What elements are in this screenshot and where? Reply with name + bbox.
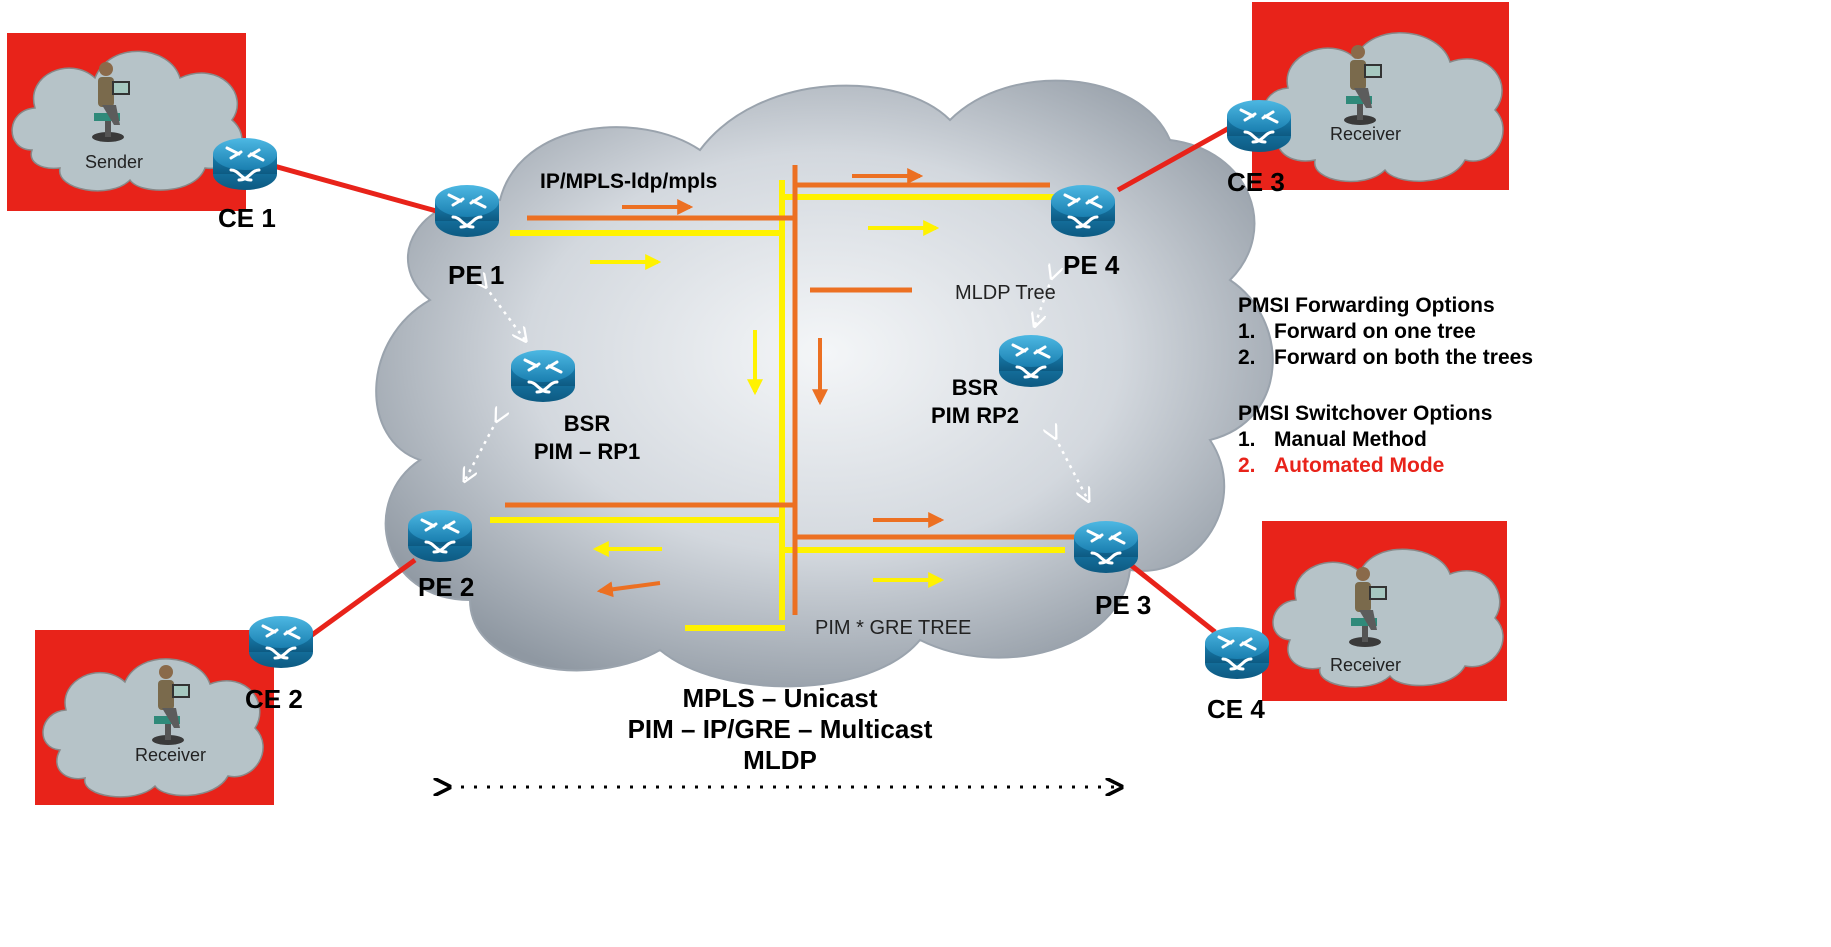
forwarding-title: PMSI Forwarding Options <box>1238 294 1495 317</box>
rp2-label: BSR PIM RP2 <box>925 374 1025 430</box>
forwarding-options-panel: PMSI Forwarding Options 1.Forward on one… <box>1238 293 1533 371</box>
rp2-line2: PIM RP2 <box>930 403 1020 428</box>
flow-arrows <box>590 168 945 598</box>
switchover-option-1: 1.Manual Method <box>1238 428 1427 451</box>
receiver-ce2-label: Receiver <box>135 745 207 765</box>
router-pe1-icon <box>433 183 501 239</box>
sender-label: Sender <box>85 152 144 172</box>
forwarding-option-1: 1.Forward on one tree <box>1238 320 1476 343</box>
switchover-option-2: 2.Automated Mode <box>1238 454 1445 477</box>
receiver-ce3-label: Receiver <box>1330 124 1402 144</box>
router-ce3-icon <box>1225 98 1293 154</box>
rp-control-links <box>465 277 1088 500</box>
ce4-label: CE 4 <box>1207 694 1265 724</box>
switchover-options-panel: PMSI Switchover Options 1.Manual Method … <box>1238 401 1492 479</box>
rp1-label: BSR PIM – RP1 <box>527 410 647 466</box>
router-rp1-icon <box>509 348 577 404</box>
site-sender <box>7 33 246 211</box>
pim-gre-tree-label: PIM * GRE TREE <box>815 617 972 639</box>
router-pe2-icon <box>406 508 474 564</box>
router-pe3-icon <box>1072 519 1140 575</box>
summary-line1: MPLS – Unicast <box>682 683 878 713</box>
ce1-label: CE 1 <box>218 203 276 233</box>
rp1-line2: PIM – RP1 <box>533 439 641 464</box>
ce3-label: CE 3 <box>1227 167 1285 197</box>
summary-line2: PIM – IP/GRE – Multicast <box>627 714 933 744</box>
pe4-label: PE 4 <box>1063 250 1120 280</box>
mldp-tree-label: MLDP Tree <box>955 282 1056 304</box>
pe3-label: PE 3 <box>1095 590 1152 620</box>
summary-line3: MLDP <box>743 745 817 775</box>
router-ce4-icon <box>1203 625 1271 681</box>
switchover-title: PMSI Switchover Options <box>1238 402 1493 425</box>
pe1-label: PE 1 <box>448 260 505 290</box>
access-links <box>244 119 1242 643</box>
receiver-ce4-label: Receiver <box>1330 655 1402 675</box>
router-ce1-icon <box>211 136 279 192</box>
ce2-label: CE 2 <box>245 684 303 714</box>
mldp-tree <box>505 165 1075 615</box>
site-receiver-ce4 <box>1262 521 1507 701</box>
router-ce2-icon <box>247 614 315 670</box>
forwarding-option-2: 2.Forward on both the trees <box>1238 346 1534 369</box>
rp2-line1: BSR <box>951 375 999 400</box>
pim-gre-tree <box>490 180 1065 631</box>
router-pe4-icon <box>1049 183 1117 239</box>
site-receiver-ce3 <box>1252 2 1509 190</box>
site-receiver-ce2 <box>35 630 274 805</box>
ip-mpls-label: IP/MPLS-ldp/mpls <box>540 170 718 193</box>
rp1-line1: BSR <box>563 411 611 436</box>
pe2-label: PE 2 <box>418 572 475 602</box>
transport-summary: MPLS – Unicast PIM – IP/GRE – Multicast … <box>580 683 980 776</box>
